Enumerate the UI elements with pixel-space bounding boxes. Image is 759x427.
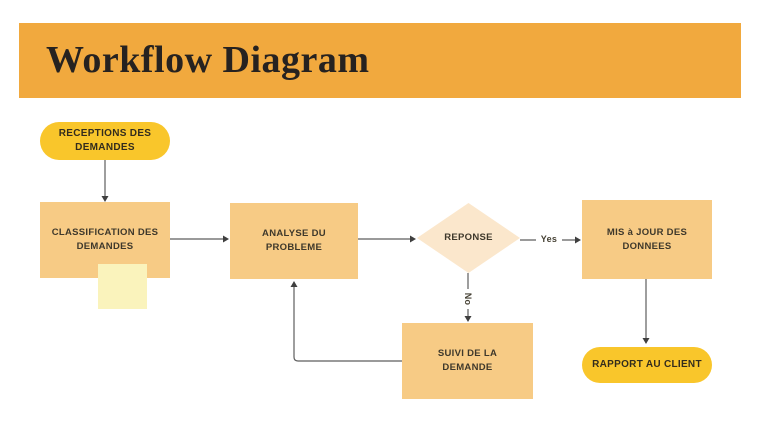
node-receptions-des-demandes: RECEPTIONS DES DEMANDES bbox=[40, 122, 170, 160]
connector-suivi-analyse bbox=[293, 287, 402, 362]
edge-label-yes: Yes bbox=[536, 233, 562, 246]
node-suivi-de-la-demande: SUIVI DE LA DEMANDE bbox=[402, 323, 533, 399]
arrowhead-right-icon bbox=[575, 236, 581, 244]
arrowhead-down-icon bbox=[642, 338, 650, 344]
node-mis-a-jour-des-donnees: MIS à JOUR DES DONNEES bbox=[582, 200, 712, 279]
node-analyse-du-probleme: ANALYSE DU PROBLEME bbox=[230, 203, 358, 279]
node-rapport-au-client: RAPPORT AU CLIENT bbox=[582, 347, 712, 383]
arrowhead-right-icon bbox=[223, 235, 229, 243]
arrowhead-down-icon bbox=[464, 316, 472, 322]
sticky-note-square bbox=[98, 264, 147, 309]
page-title: Workflow Diagram bbox=[46, 39, 370, 81]
node-reponse-decision: REPONSE bbox=[444, 232, 493, 244]
header-banner: Workflow Diagram bbox=[19, 23, 741, 98]
edge-label-no: No bbox=[461, 289, 475, 309]
arrowhead-up-icon bbox=[290, 281, 298, 287]
arrowhead-right-icon bbox=[410, 235, 416, 243]
